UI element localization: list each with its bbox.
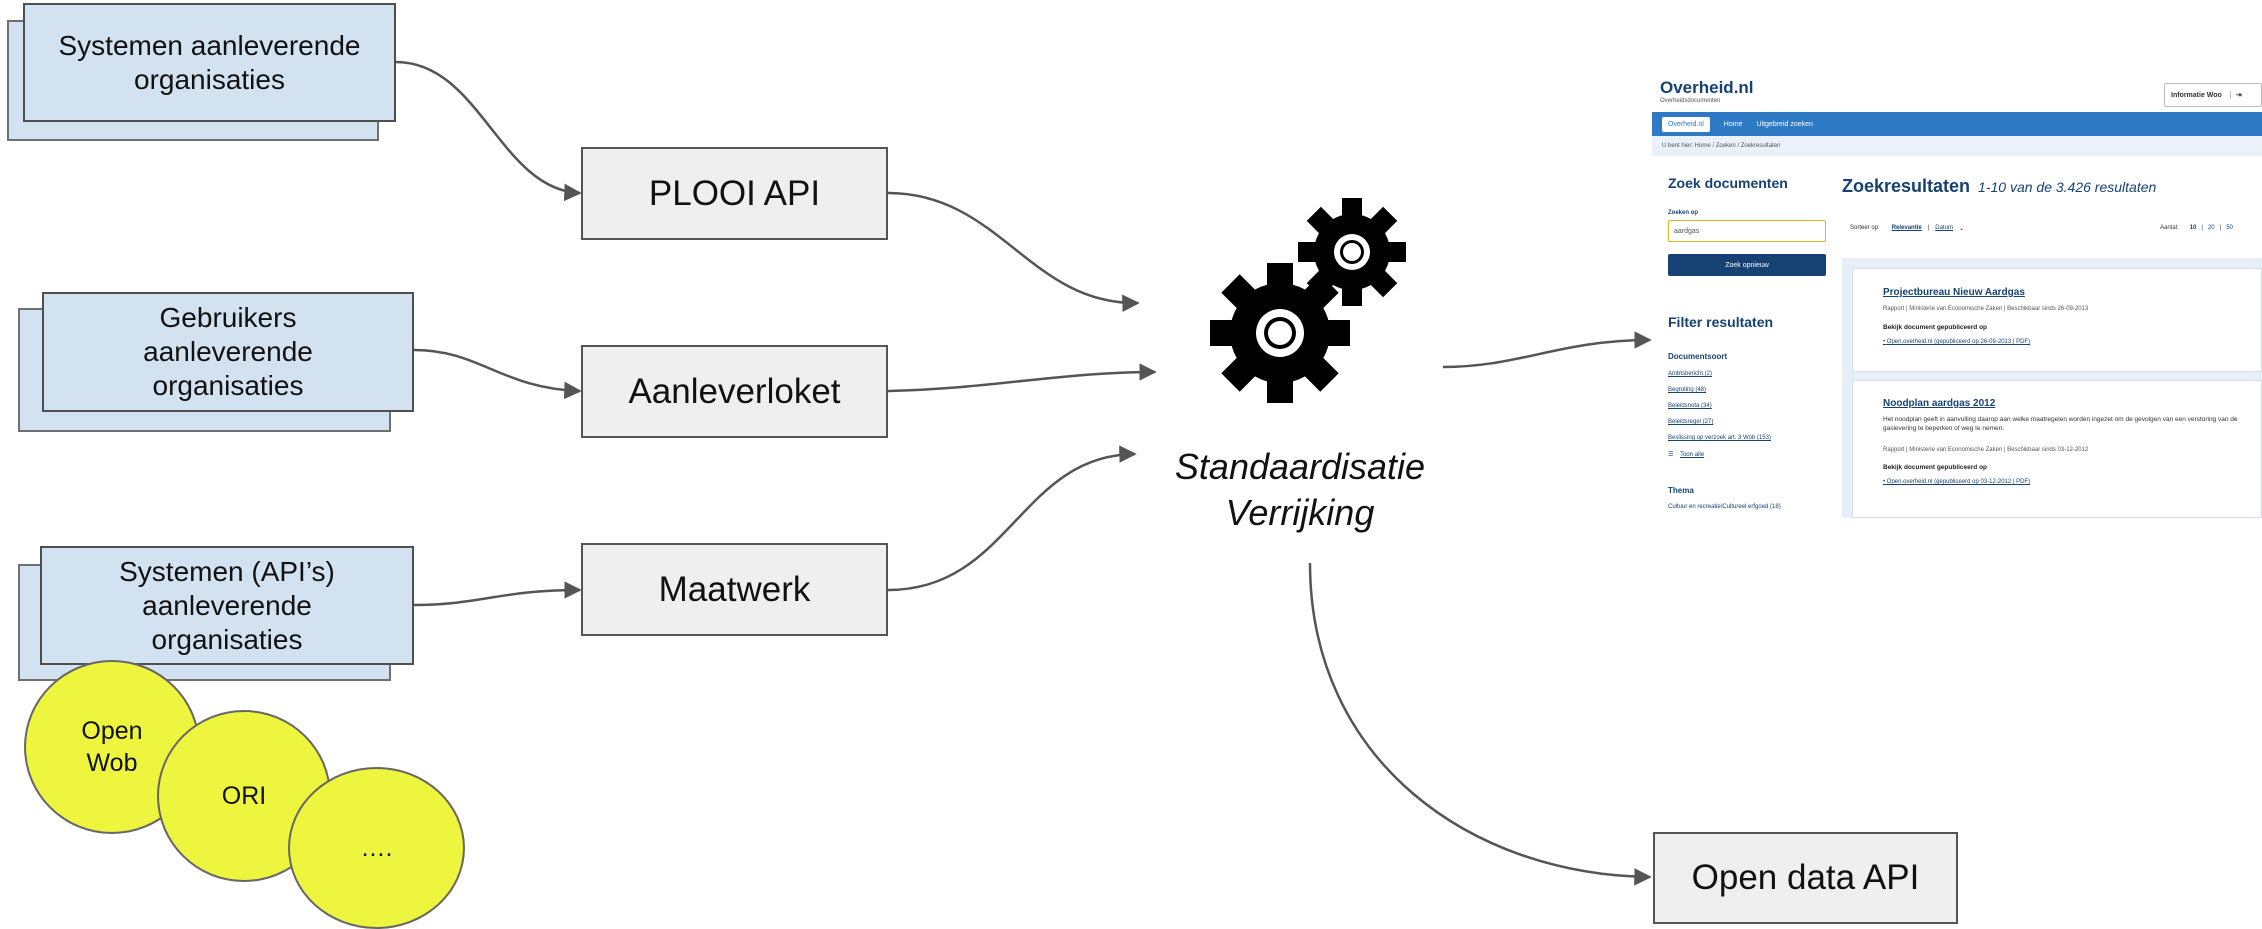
arrow-center-to-screenshot bbox=[1442, 331, 1652, 369]
info-woo-label: Informatie Woo bbox=[2171, 91, 2222, 99]
result-title[interactable]: Projectbureau Nieuw Aardgas bbox=[1883, 287, 2025, 298]
sort-label: Sorteer op: bbox=[1850, 225, 1880, 231]
doc-type-item[interactable]: Ambtsbericht (2) bbox=[1668, 371, 1713, 377]
circle-ori: ORI bbox=[157, 710, 331, 882]
result-description: Het noodplan geeft in aanvulling daarop … bbox=[1883, 416, 2238, 432]
sort-relevance[interactable]: Relevantie bbox=[1891, 225, 1922, 231]
nav-home[interactable]: Home bbox=[1723, 120, 1743, 128]
result-view-label: Bekijk document gepubliceerd op bbox=[1883, 324, 1988, 331]
chevron-down-icon: ⌄ bbox=[1958, 226, 1964, 232]
search-label: Zoeken op bbox=[1668, 210, 1699, 216]
result-link[interactable]: • Open.overheid.nl (gepubliceerd op 03-1… bbox=[1883, 479, 2030, 485]
results-heading: Zoekresultaten 1-10 van de 3.426 resulta… bbox=[1842, 176, 2156, 197]
center-label: Standaardisatie Verrijking bbox=[1150, 444, 1450, 536]
results-count: 1-10 van de 3.426 resultaten bbox=[1978, 179, 2157, 195]
center-label-line1: Standaardisatie bbox=[1174, 446, 1426, 487]
result-title[interactable]: Noodplan aardgas 2012 bbox=[1883, 398, 1996, 409]
result-meta: Rapport | Ministerie van Economische Zak… bbox=[1883, 447, 2089, 453]
channel-maatwerk: Maatwerk bbox=[581, 543, 888, 636]
source-systemen-aanleverende-organisaties: Systemen aanleverende organisaties bbox=[23, 3, 396, 122]
result-link[interactable]: • Open.overheid.nl (gepubliceerd op 26-0… bbox=[1883, 339, 2030, 345]
list-icon: ☰ bbox=[1668, 452, 1674, 458]
doc-type-heading: Documentsoort bbox=[1668, 352, 1728, 361]
bullet-icon: • bbox=[1883, 339, 1886, 345]
search-again-button[interactable]: Zoek opnieuw bbox=[1668, 254, 1826, 276]
overheid-logo: Overheid.nl Overheidsdocumenten bbox=[1660, 78, 1754, 104]
arrow-center-to-open-data-api bbox=[1308, 562, 1652, 886]
result-link-label: Open.overheid.nl (gepubliceerd op 26-09-… bbox=[1886, 339, 2031, 345]
arrow-maatwerk-to-center bbox=[887, 445, 1137, 592]
result-link-label: Open.overheid.nl (gepubliceerd op 03-12-… bbox=[1886, 479, 2031, 485]
logo-subtitle: Overheidsdocumenten bbox=[1660, 98, 1721, 104]
amount-10[interactable]: 10 bbox=[2189, 225, 2197, 231]
arrow-source3-to-maatwerk bbox=[413, 581, 582, 607]
amount-bar: Aantal: 10 | 20 | 50 bbox=[2160, 225, 2233, 231]
sort-date[interactable]: Datum bbox=[1935, 225, 1953, 231]
results-title: Zoekresultaten bbox=[1842, 176, 1971, 196]
doc-type-item[interactable]: Beleidsnota (34) bbox=[1668, 403, 1712, 409]
arrow-source2-to-aanleverloket bbox=[413, 348, 582, 400]
output-open-data-api: Open data API bbox=[1653, 832, 1958, 924]
source-gebruikers-aanleverende-organisaties: Gebruikers aanleverende organisaties bbox=[42, 292, 414, 412]
amount-label: Aantal: bbox=[2160, 225, 2179, 231]
channel-plooi-api: PLOOI API bbox=[581, 147, 888, 240]
amount-20[interactable]: 20 bbox=[2207, 225, 2215, 231]
logo-text: Overheid.nl bbox=[1660, 78, 1754, 97]
nav-uitgebreid-zoeken[interactable]: Uitgebreid zoeken bbox=[1756, 120, 1813, 128]
overheid-search-screenshot: Overheid.nl Overheidsdocumenten Informat… bbox=[1652, 68, 2262, 518]
source-systemen-api-aanleverende-organisaties: Systemen (API’s) aanleverende organisati… bbox=[40, 546, 414, 665]
search-input[interactable]: aardgas bbox=[1668, 220, 1826, 242]
circle-more: …. bbox=[288, 767, 465, 929]
theme-heading: Thema bbox=[1668, 486, 1694, 495]
result-meta: Rapport | Ministerie van Economische Zak… bbox=[1883, 306, 2089, 312]
sort-bar: Sorteer op: Relevantie | Datum ⌄ bbox=[1850, 225, 1964, 232]
show-all-link[interactable]: ☰ Toon alle bbox=[1668, 451, 1704, 458]
amount-50[interactable]: 50 bbox=[2226, 225, 2233, 231]
gears-icon bbox=[1210, 198, 1406, 403]
result-view-label: Bekijk document gepubliceerd op bbox=[1883, 464, 1988, 471]
doc-type-item[interactable]: Beslissing op verzoek art. 3 Wob (153) bbox=[1668, 435, 1771, 441]
channel-aanleverloket: Aanleverloket bbox=[581, 345, 888, 438]
nav-overheid[interactable]: Overheid.nl bbox=[1662, 116, 1710, 132]
top-nav: Overheid.nl Home Uitgebreid zoeken bbox=[1652, 112, 2262, 136]
doc-type-item[interactable]: Begroting (48) bbox=[1668, 387, 1707, 393]
filter-title: Filter resultaten bbox=[1668, 314, 1774, 330]
show-all-label: Toon alle bbox=[1680, 452, 1705, 458]
breadcrumb: U bent hier: Home / Zoeken / Zoekresulta… bbox=[1652, 136, 2262, 156]
info-woo-button[interactable]: Informatie Woo ⇥ bbox=[2164, 83, 2262, 107]
arrow-aanleverloket-to-center bbox=[887, 363, 1157, 393]
sidebar-title: Zoek documenten bbox=[1668, 175, 1788, 191]
bullet-icon: • bbox=[1883, 479, 1886, 485]
result-card: Projectbureau Nieuw Aardgas Rapport | Mi… bbox=[1852, 268, 2262, 372]
arrow-plooi-to-center bbox=[887, 191, 1140, 313]
result-card: Noodplan aardgas 2012 Het noodplan geeft… bbox=[1852, 380, 2262, 518]
theme-item[interactable]: Cultuur en recreatie/Cultureel erfgoed (… bbox=[1668, 504, 1781, 510]
center-label-line2: Verrijking bbox=[1225, 492, 1375, 533]
doc-type-item[interactable]: Beleidsregel (27) bbox=[1668, 419, 1714, 425]
arrow-source1-to-plooi bbox=[395, 60, 582, 202]
logout-icon: ⇥ bbox=[2229, 91, 2242, 99]
